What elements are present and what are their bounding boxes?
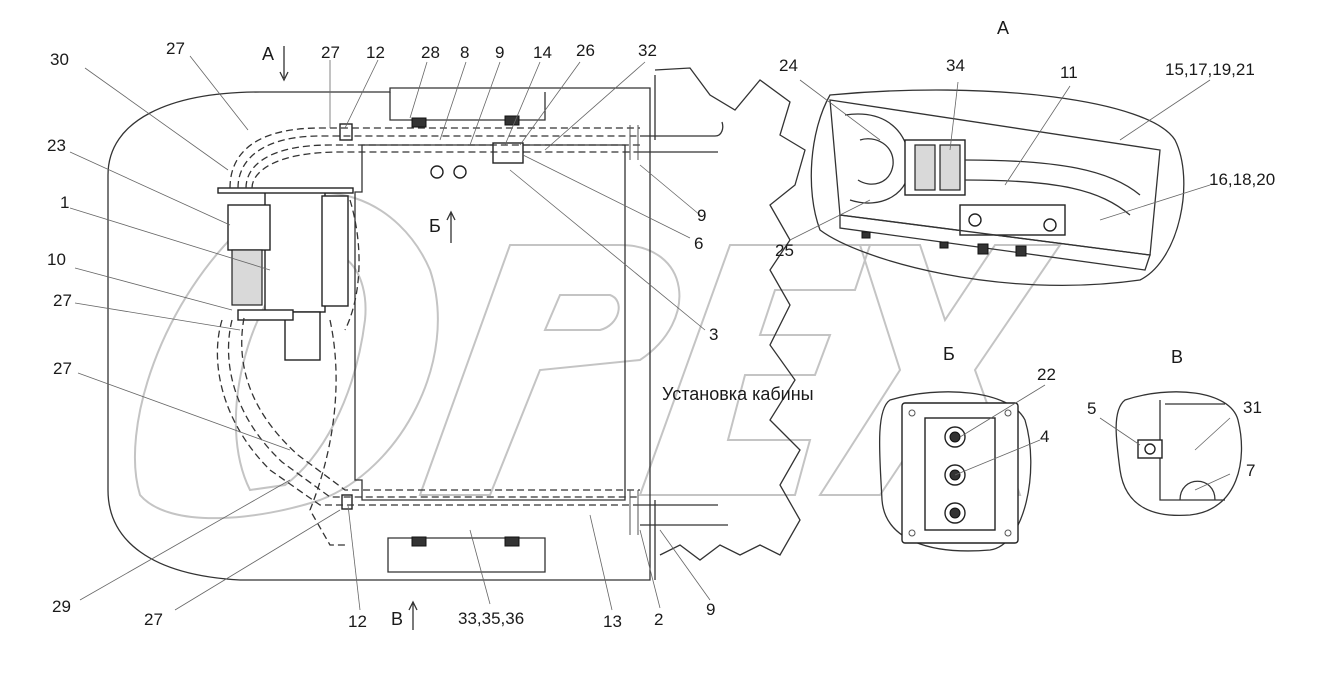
callout-27: 27 (166, 39, 185, 58)
callout-12: 12 (348, 612, 367, 631)
callout-26: 26 (576, 41, 595, 60)
callout-30: 30 (50, 50, 69, 69)
callout-2: 2 (654, 610, 664, 629)
brackets (339, 115, 524, 547)
callout-9: 9 (706, 600, 716, 619)
view-marker-b: Б (429, 216, 441, 236)
callout-27: 27 (53, 291, 72, 310)
detail-title-v: В (1171, 347, 1184, 367)
hoses (216, 121, 728, 546)
detail-view-a (810, 89, 1185, 286)
detail-view-b (878, 391, 1032, 552)
detail-title-b: Б (943, 344, 955, 364)
heater-unit (217, 187, 354, 361)
callout-32: 32 (638, 41, 657, 60)
detail-view-v (1115, 391, 1243, 517)
view-marker-v: В (391, 609, 404, 629)
callout-8: 8 (460, 43, 470, 62)
callout-9: 9 (697, 206, 707, 225)
callout-10: 10 (47, 250, 66, 269)
view-marker-a: А (262, 44, 275, 64)
callout-28: 28 (421, 43, 440, 62)
callout-24: 24 (779, 56, 798, 75)
callout-5: 5 (1087, 399, 1097, 418)
callout-22: 22 (1037, 365, 1056, 384)
drawing-caption: Установка кабины (662, 384, 814, 404)
callout-27: 27 (144, 610, 163, 629)
callout-27: 27 (321, 43, 340, 62)
callout-11: 11 (1060, 63, 1078, 82)
break-line (654, 67, 806, 561)
callout-14: 14 (533, 43, 552, 62)
callout-29: 29 (52, 597, 71, 616)
callout-4: 4 (1040, 427, 1050, 446)
callout-15-17-19-21: 15,17,19,21 (1165, 60, 1255, 79)
view-arrows (279, 46, 456, 630)
callout-27: 27 (53, 359, 72, 378)
cab-outline (107, 75, 656, 581)
callout-25: 25 (775, 241, 794, 260)
callout-23: 23 (47, 136, 66, 155)
callout-3: 3 (709, 325, 719, 344)
callout-1: 1 (60, 193, 70, 212)
callout-7: 7 (1246, 461, 1256, 480)
detail-title-a: А (997, 18, 1010, 38)
callout-9: 9 (495, 43, 505, 62)
callout-31: 31 (1243, 398, 1262, 417)
callout-16-18-20: 16,18,20 (1209, 170, 1276, 189)
opex-watermark (133, 192, 1062, 520)
callout-13: 13 (603, 612, 622, 631)
callout-34: 34 (946, 56, 965, 75)
callout-33-35-36: 33,35,36 (458, 609, 525, 628)
callout-6: 6 (694, 234, 704, 253)
leader-lines (69, 55, 1231, 611)
callout-12: 12 (366, 43, 385, 62)
